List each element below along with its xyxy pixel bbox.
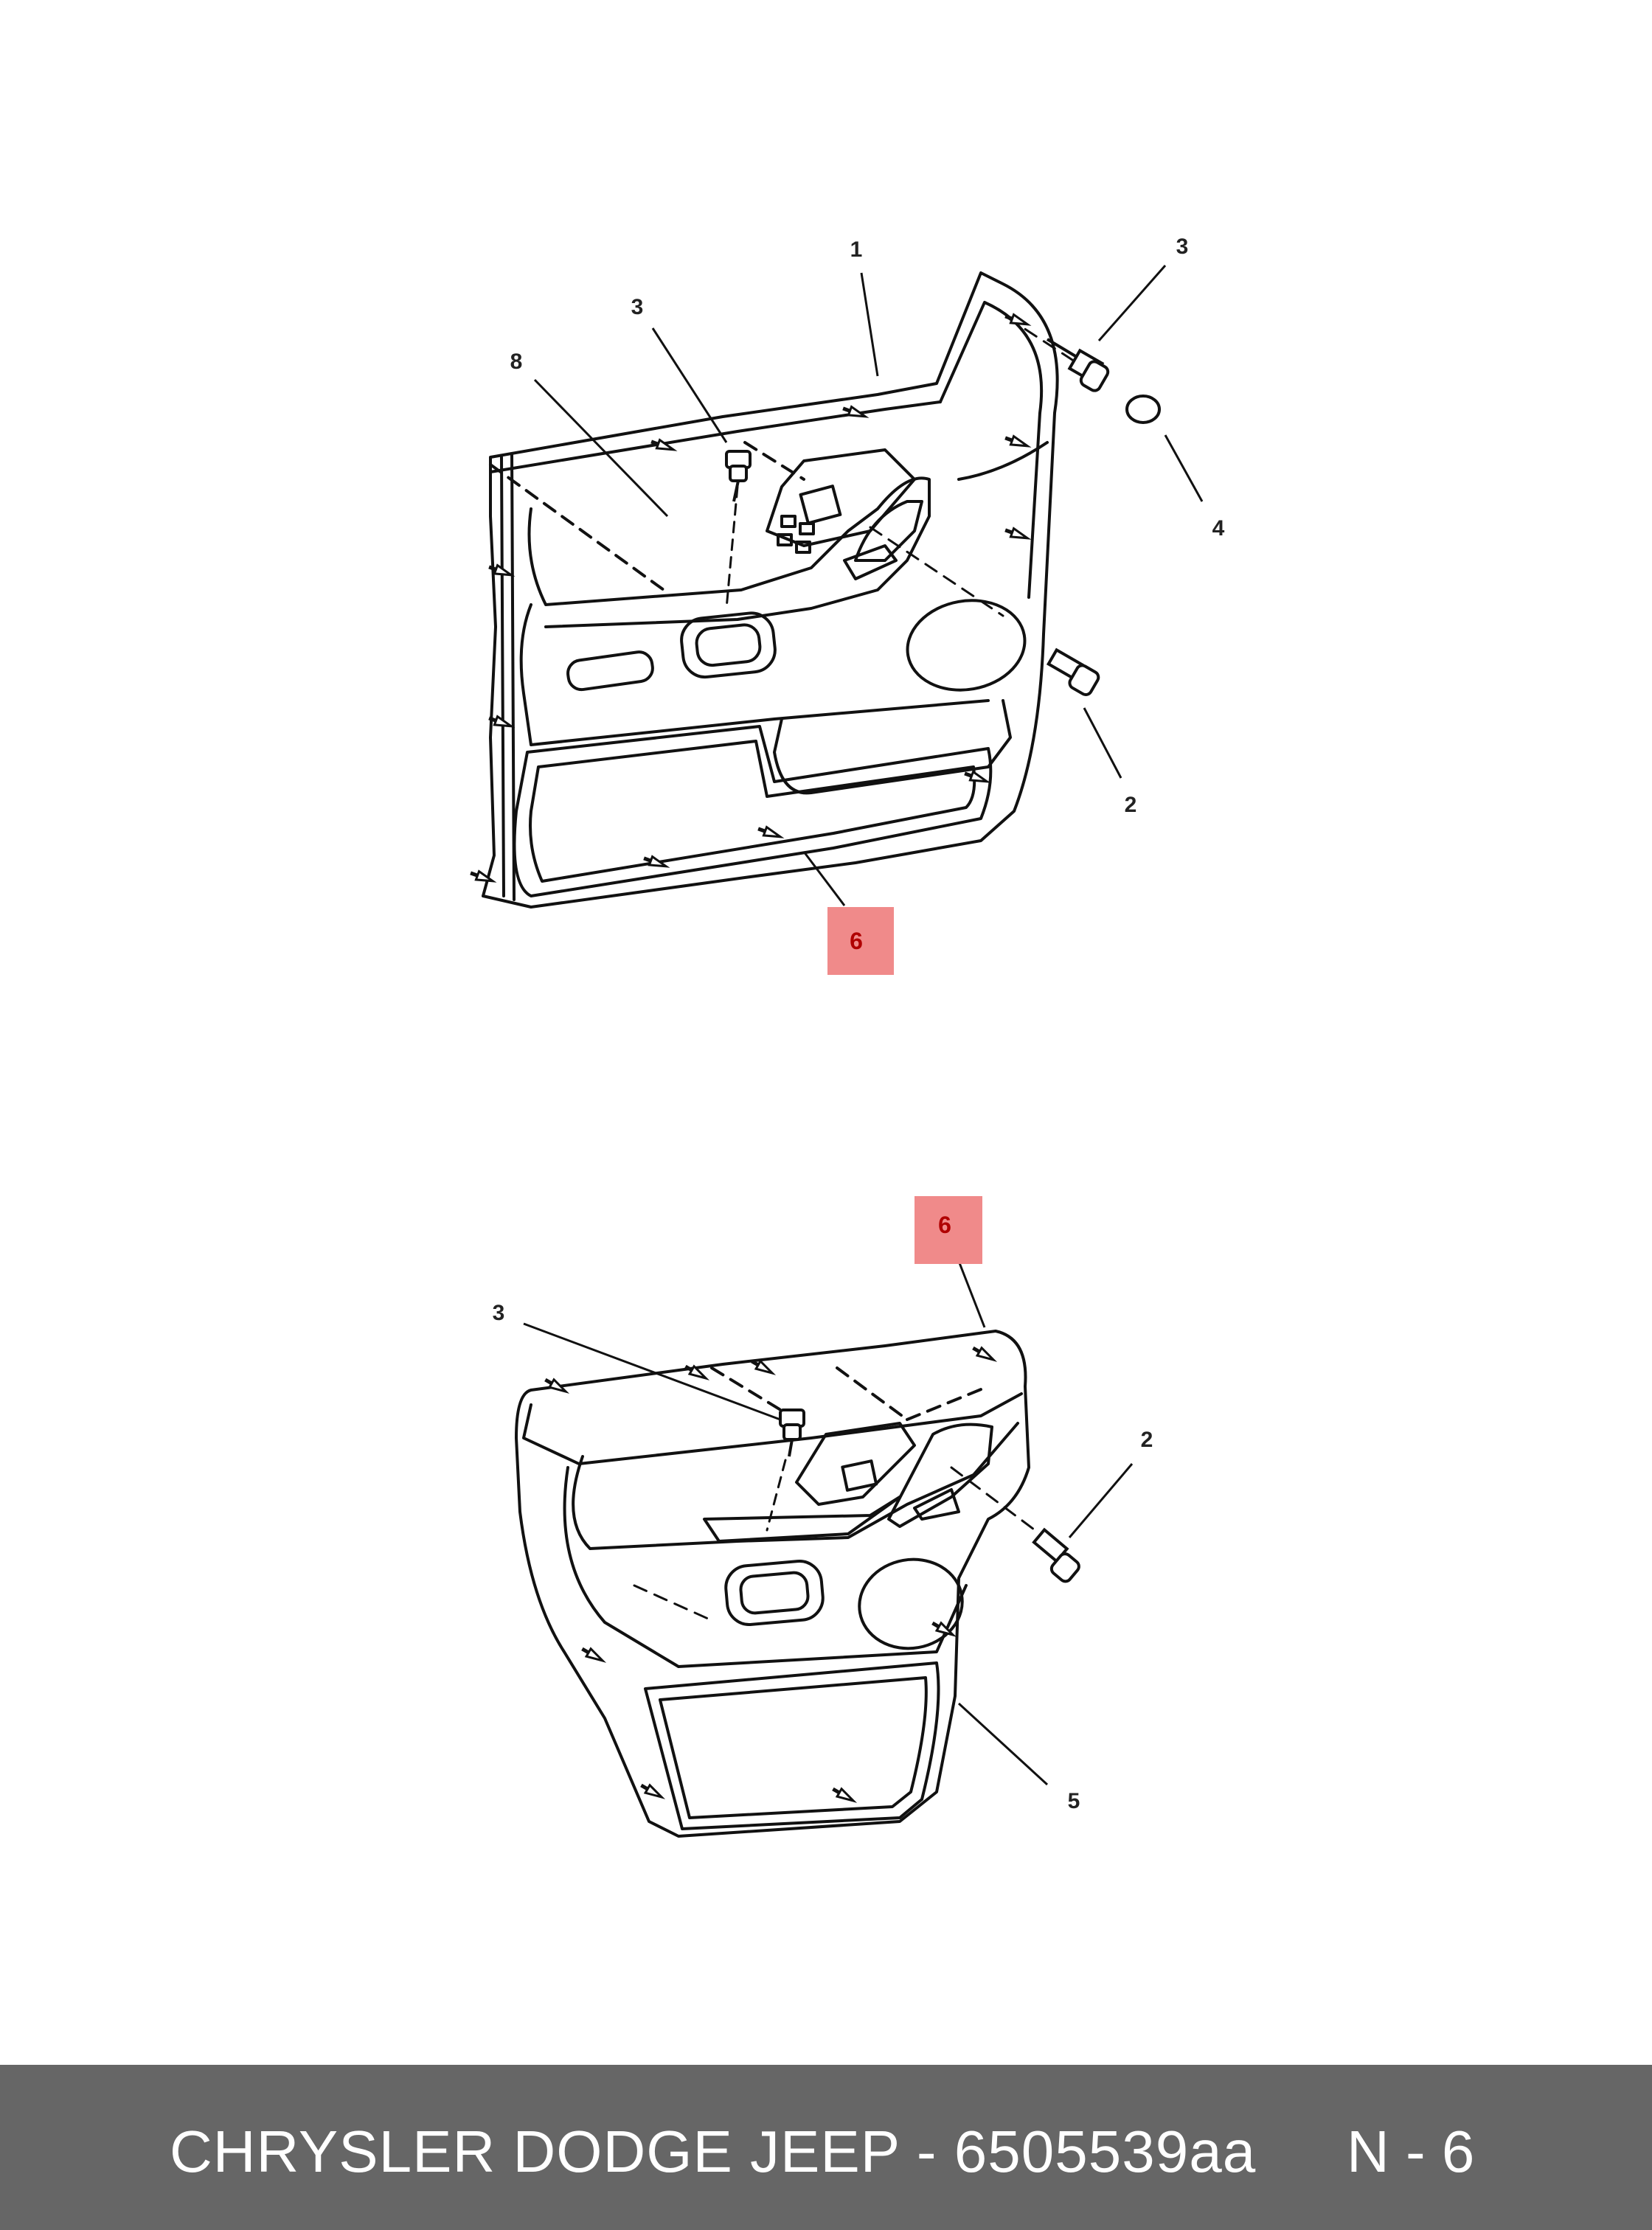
highlight-label: 6 — [938, 1212, 951, 1238]
rear-door-leader-lines — [523, 1257, 1134, 1786]
callout-4: 4 — [1212, 516, 1225, 541]
callout-1: 1 — [850, 237, 863, 262]
rear-door-screw-center — [779, 1408, 805, 1457]
rear-door-panel — [515, 1330, 1041, 1838]
front-door-highlight-6[interactable]: 6 — [827, 907, 894, 975]
highlight-label: 6 — [850, 928, 863, 954]
rear-door-callouts: 3 2 5 — [493, 1301, 1153, 1813]
callout-2: 2 — [1141, 1428, 1153, 1452]
front-door-leader-lines — [533, 265, 1204, 906]
callout-3: 3 — [493, 1301, 505, 1325]
part-position-code: N - 6 — [1347, 2119, 1475, 2184]
rear-door-highlight-6[interactable]: 6 — [914, 1196, 982, 1264]
front-door-callouts: 1 3 3 8 4 2 — [510, 235, 1225, 817]
front-door-screw-lower-right — [1046, 647, 1100, 697]
callout-2: 2 — [1125, 793, 1137, 817]
callout-8: 8 — [510, 350, 523, 374]
front-door-panel — [482, 271, 1093, 909]
callout-3-switch: 3 — [631, 295, 644, 319]
front-door-screw-mid — [725, 450, 752, 502]
callout-3-top-right: 3 — [1176, 235, 1189, 259]
part-title: CHRYSLER DODGE JEEP - 6505539aa — [170, 2119, 1257, 2184]
front-door-screw-upper-right — [1046, 338, 1161, 424]
door-trim-diagram: 1 3 3 8 4 2 6 — [0, 235, 1225, 1838]
rear-door-screw-right — [1032, 1527, 1080, 1583]
highlight-box — [827, 907, 894, 975]
footer-bar: CHRYSLER DODGE JEEP - 6505539aa N - 6 — [0, 2065, 1652, 2230]
highlight-box — [914, 1196, 982, 1264]
callout-5: 5 — [1068, 1789, 1080, 1813]
